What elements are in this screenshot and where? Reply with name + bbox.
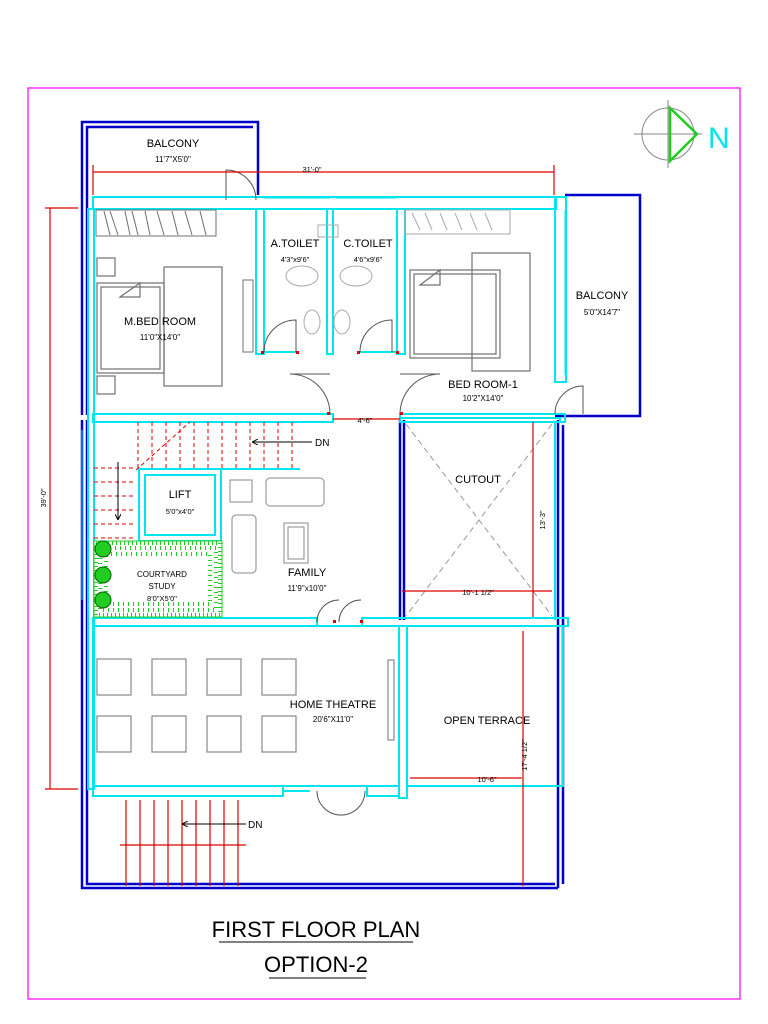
cutout-cross bbox=[405, 423, 553, 617]
family-name: FAMILY bbox=[288, 567, 327, 579]
inner-walls bbox=[87, 196, 569, 799]
left-height-dim: 39'-0" bbox=[39, 488, 48, 507]
north-arrow-icon bbox=[634, 100, 702, 168]
balcony-top-name: BALCONY bbox=[147, 138, 200, 150]
terrace-width-dim: 10'-6" bbox=[477, 775, 496, 784]
cutout-height-dim: 13'-3" bbox=[538, 510, 547, 529]
bed-room-1-size: 10'2"X14'0" bbox=[463, 394, 504, 403]
windows bbox=[81, 197, 567, 600]
terrace-height-dim: 17'-4 1/2" bbox=[520, 739, 529, 771]
home-theatre-size: 20'6"X11'0" bbox=[313, 715, 353, 724]
lift-name: LIFT bbox=[169, 489, 192, 501]
balcony-right-size: 5'0"X14'7" bbox=[584, 308, 620, 317]
dimension-lines bbox=[45, 165, 555, 886]
toilet-fixtures bbox=[285, 224, 373, 335]
stair-dn-lower: DN bbox=[248, 820, 262, 831]
plant-icon bbox=[94, 591, 112, 609]
balcony-top-size: 11'7"X5'0" bbox=[155, 155, 191, 164]
a-toilet-name: A.TOILET bbox=[271, 238, 320, 250]
bedroom1-wardrobe bbox=[404, 209, 511, 235]
plan-subtitle: OPTION-2 bbox=[264, 952, 368, 977]
m-bed-room-name: M.BED ROOM bbox=[124, 316, 196, 328]
balcony-right-name: BALCONY bbox=[576, 290, 629, 302]
outer-walls bbox=[80, 120, 642, 890]
cutout-name: CUTOUT bbox=[455, 474, 501, 486]
plan-title: FIRST FLOOR PLAN bbox=[212, 917, 421, 942]
bedroom1-bed bbox=[409, 252, 531, 372]
courtyard-line1: COURTYARD bbox=[137, 570, 187, 579]
stair-dn-upper: DN bbox=[315, 438, 329, 449]
master-tv-unit bbox=[242, 279, 254, 353]
courtyard-size: 8'0"X5'0" bbox=[147, 594, 177, 603]
theatre-seats bbox=[96, 658, 395, 753]
lower-staircase bbox=[120, 800, 246, 886]
dim-top-width: 31'-0" bbox=[302, 165, 321, 174]
open-terrace-name: OPEN TERRACE bbox=[444, 715, 531, 727]
lift-size: 5'0"x4'0" bbox=[166, 507, 195, 516]
courtyard-line2: STUDY bbox=[148, 582, 176, 591]
family-furniture bbox=[229, 477, 325, 574]
courtyard-hatch bbox=[93, 540, 223, 618]
dim-passage: 4'-6" bbox=[358, 416, 373, 425]
master-wardrobe bbox=[95, 209, 217, 237]
family-size: 11'9"x10'0" bbox=[288, 584, 327, 593]
plant-icon bbox=[94, 540, 112, 558]
c-toilet-size: 4'6"x9'6" bbox=[354, 255, 383, 264]
bed-room-1-name: BED ROOM-1 bbox=[448, 379, 518, 391]
plant-icon bbox=[94, 566, 112, 584]
sheet-border bbox=[27, 87, 741, 1000]
master-bed bbox=[96, 257, 223, 395]
upper-staircase bbox=[94, 421, 293, 539]
home-theatre-name: HOME THEATRE bbox=[290, 699, 376, 711]
c-toilet-name: C.TOILET bbox=[343, 238, 393, 250]
cutout-width-dim: 10'-1 1/2" bbox=[462, 588, 494, 597]
doors bbox=[225, 169, 584, 816]
north-label: N bbox=[708, 122, 730, 155]
m-bed-room-size: 11'0"X14'0" bbox=[140, 333, 180, 342]
door-marks bbox=[261, 351, 403, 623]
a-toilet-size: 4'3"x9'6" bbox=[281, 255, 310, 264]
